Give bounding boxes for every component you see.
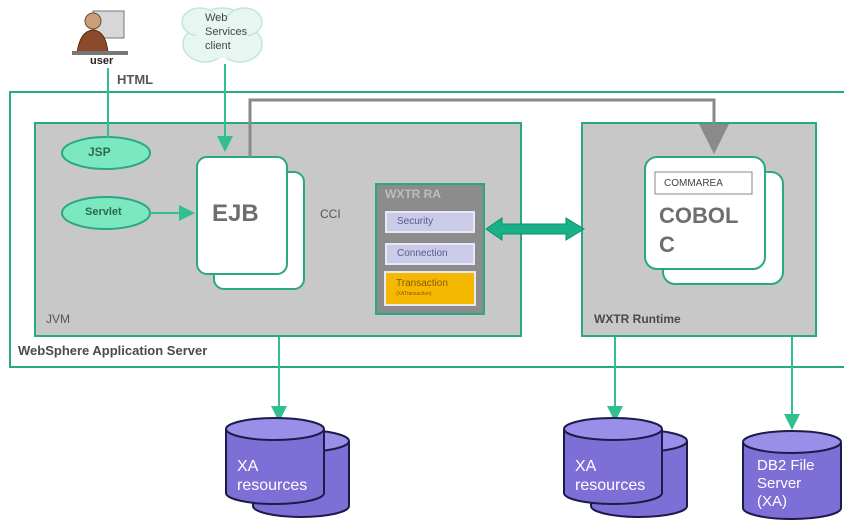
ejb-cobol-connector — [248, 98, 729, 157]
jsp-label: JSP — [88, 145, 111, 159]
user-icon — [72, 10, 128, 55]
commarea-label: COMMAREA — [664, 178, 723, 189]
connection-chip: Connection — [385, 243, 475, 265]
cobol-line2: C — [659, 232, 675, 257]
db2-cylinder — [742, 430, 842, 520]
transaction-sublabel: (XATransaction) — [396, 291, 432, 297]
commarea-box — [654, 171, 753, 195]
user-label: user — [90, 55, 114, 67]
wxtr-ra-title: WXTR RA — [385, 187, 441, 201]
cci-label: CCI — [320, 207, 341, 221]
html-label: HTML — [117, 72, 154, 87]
cloud-label: Web Services client — [205, 12, 248, 52]
cobol-line1: COBOL — [659, 203, 739, 228]
was-label: WebSphere Application Server — [18, 343, 208, 358]
xa-resources-right-cylinder — [563, 417, 688, 518]
transaction-label: Transaction — [396, 278, 448, 289]
xa-left-label: XA resources — [237, 458, 308, 494]
db2-label: DB2 File Server (XA) — [757, 457, 815, 510]
ejb-label: EJB — [212, 200, 259, 227]
ejb-front-page — [196, 156, 288, 275]
jvm-label: JVM — [46, 312, 70, 326]
transaction-chip-bg — [384, 271, 476, 306]
servlet-label: Servlet — [85, 206, 122, 218]
runtime-label: WXTR Runtime — [594, 312, 681, 326]
ra-runtime-double-arrow — [485, 217, 585, 241]
security-chip: Security — [385, 211, 475, 233]
jsp-node — [61, 136, 151, 170]
xa-resources-left-cylinder — [225, 417, 350, 518]
xa-right-label: XA resources — [575, 458, 646, 494]
